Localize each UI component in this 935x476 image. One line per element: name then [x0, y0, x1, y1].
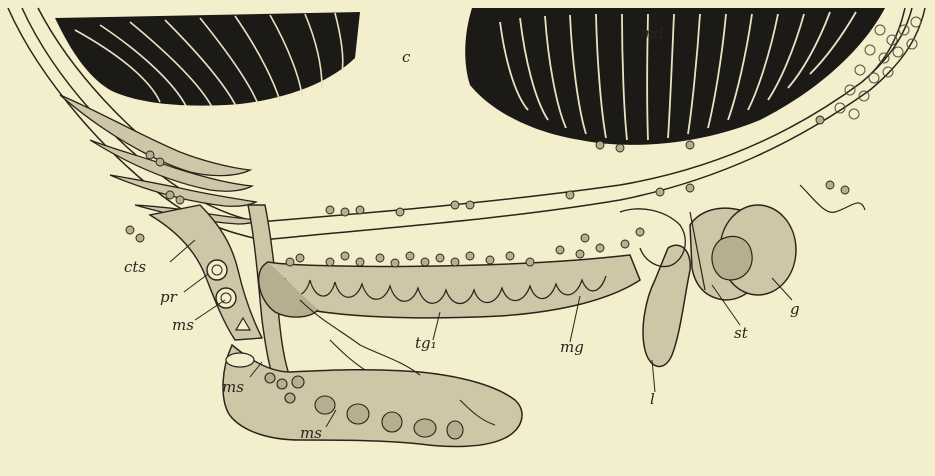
label-tg1: tg₁ [415, 334, 437, 352]
label-cts: cts [124, 258, 146, 276]
label-pr: pr [160, 288, 178, 306]
label-md: md [640, 24, 664, 42]
label-ms-middle: ms [222, 378, 244, 396]
label-g: g [790, 300, 800, 318]
label-l: l [650, 390, 655, 408]
label-c: c [402, 48, 411, 66]
label-ms-lower: ms [300, 424, 322, 442]
label-st: st [734, 324, 749, 342]
label-mg: mg [560, 338, 584, 356]
label-ms-upper: ms [172, 316, 194, 334]
